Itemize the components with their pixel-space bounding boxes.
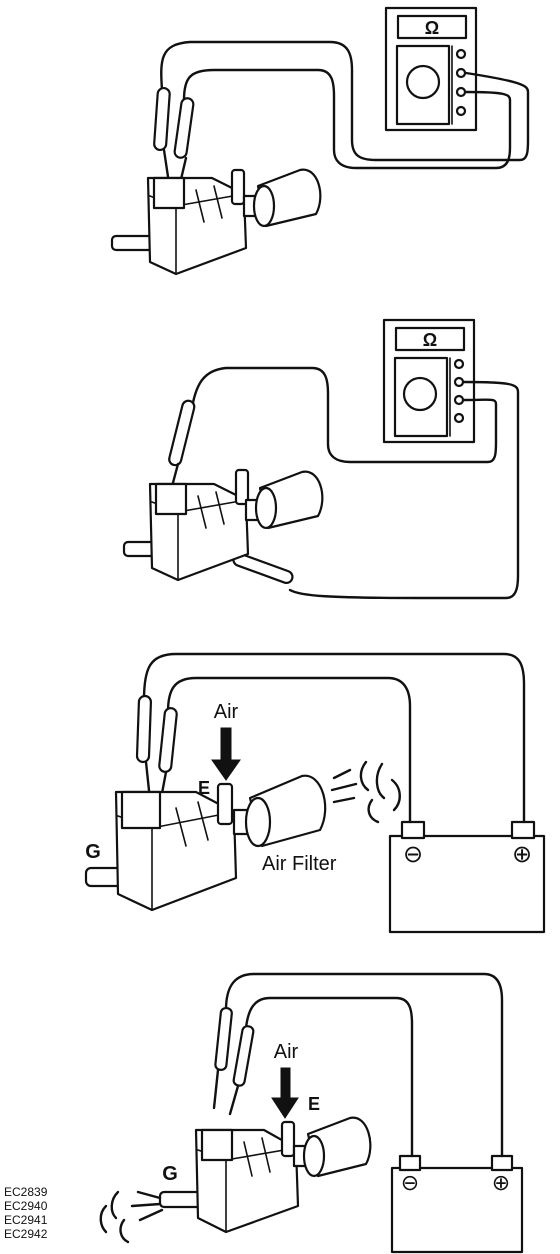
probe-pair-2: [168, 399, 294, 584]
lead-wire-1a: [160, 40, 530, 162]
probe-pair-1: [153, 86, 195, 194]
ohmmeter-2-symbol: Ω: [423, 330, 437, 350]
ohmmeter-1: Ω: [384, 6, 478, 132]
battery-3-negative: ⊖: [403, 841, 423, 868]
vsv-valve-1: [110, 168, 322, 276]
lead-wire-1b: [182, 68, 512, 170]
battery-3-positive: ⊕: [512, 841, 532, 868]
air-label-4: Air: [274, 1041, 299, 1063]
battery-wire-4b: [244, 996, 414, 1158]
probe-pair-4: [212, 1006, 255, 1116]
panel-1-resistance-check: Ω: [110, 6, 530, 276]
air-arrow-3: [211, 727, 241, 781]
port-g-label-3: G: [85, 841, 101, 863]
vsv-valve-2: [122, 468, 324, 582]
battery-4: ⊖ ⊕: [390, 1154, 524, 1254]
battery-wire-3b: [166, 676, 412, 824]
ohmmeter-2: Ω: [382, 318, 476, 444]
air-arrow-4: [271, 1067, 299, 1119]
port-e-label-4: E: [308, 1094, 320, 1114]
air-outflow-3: [330, 760, 401, 824]
battery-3: ⊖ ⊕: [388, 820, 546, 934]
panel-3-energized-air-check: ⊖ ⊕ Air E G Air Filter: [84, 652, 546, 934]
figure-code-2: EC2940: [4, 1199, 48, 1213]
air-label-3: Air: [214, 701, 239, 723]
battery-wire-4a: [224, 972, 504, 1158]
vsv-valve-4: [158, 1116, 372, 1234]
probe-pair-3: [135, 694, 178, 806]
air-outflow-4: [99, 1190, 164, 1244]
figure-code-4: EC2942: [4, 1227, 48, 1241]
figure-code-1: EC2839: [4, 1185, 48, 1199]
vsv-valve-3: [84, 774, 327, 912]
lead-wire-2b: [288, 380, 520, 600]
panel-4-deenergized-air-check: ⊖ ⊕ Air E G: [99, 972, 524, 1254]
battery-wire-3a: [142, 652, 526, 824]
figure-code-3: EC2941: [4, 1213, 48, 1227]
lead-wire-2a: [190, 366, 498, 464]
port-g-label-4: G: [162, 1163, 178, 1185]
battery-4-negative: ⊖: [401, 1170, 419, 1195]
battery-4-positive: ⊕: [492, 1170, 510, 1195]
port-e-label-3: E: [198, 778, 210, 798]
panel-2-ground-check: Ω: [122, 318, 520, 600]
figure-codes: EC2839 EC2940 EC2941 EC2942: [4, 1185, 48, 1241]
air-filter-label-3: Air Filter: [262, 853, 337, 875]
ohmmeter-1-symbol: Ω: [425, 18, 439, 38]
